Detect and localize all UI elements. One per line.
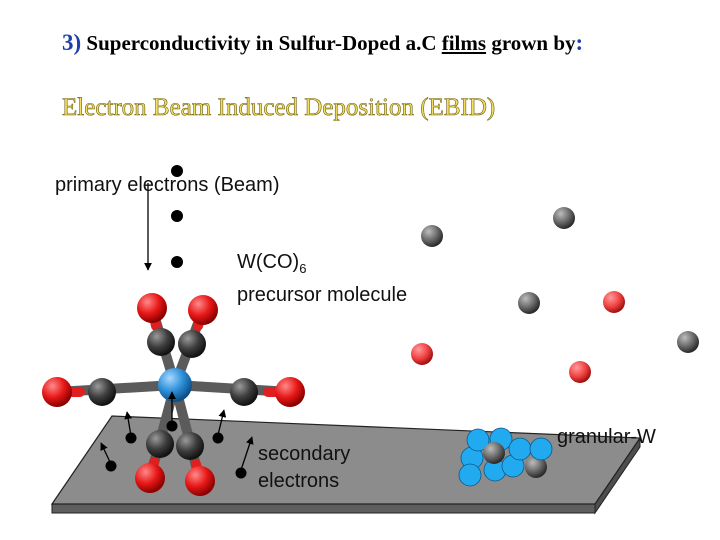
tungsten-atom [158, 368, 192, 402]
electron-dot [171, 256, 183, 268]
electron-dot [171, 165, 183, 177]
slide-subtitle: Electron Beam Induced Deposition (EBID) [62, 94, 496, 122]
primary-electrons-label: primary electrons (Beam) [55, 174, 280, 196]
slide-title: 3) Superconductivity in Sulfur-Doped a.C… [62, 30, 583, 56]
secondary-electrons-label: secondary electrons [258, 441, 350, 495]
precursor-label: W(CO)6 precursor molecule [237, 249, 407, 309]
secondary-line2: electrons [258, 470, 340, 492]
secondary-electrons [100, 391, 254, 479]
granular-w-label: granular-W [557, 426, 656, 448]
floating-fragments [411, 207, 699, 383]
primary-electron-beam [144, 165, 183, 271]
title-colon: : [575, 30, 584, 55]
title-text: Superconductivity in Sulfur-Doped a.C [86, 31, 442, 55]
precursor-molecule [42, 293, 305, 496]
precursor-subscript: 6 [299, 261, 307, 276]
title-text-after: grown by [486, 31, 576, 55]
electron-dot [171, 210, 183, 222]
granular-w-deposit [458, 427, 553, 487]
title-underlined-word: films [441, 31, 487, 55]
title-number: 3) [62, 30, 82, 55]
precursor-formula: W(CO) [237, 251, 300, 273]
precursor-name: precursor molecule [237, 284, 408, 306]
secondary-line1: secondary [258, 443, 351, 465]
